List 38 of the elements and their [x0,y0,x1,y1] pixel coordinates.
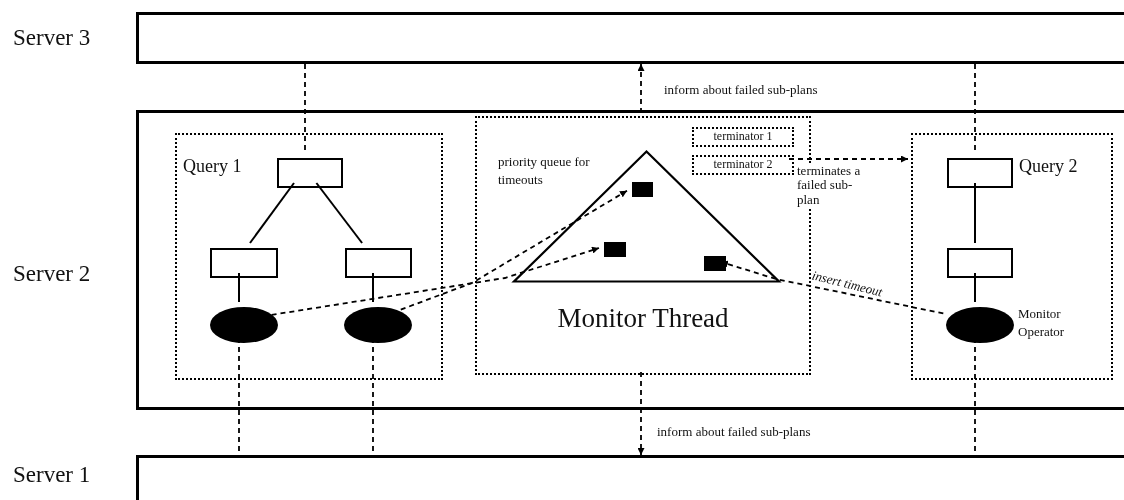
arrow [788,155,909,163]
arrow [270,246,600,316]
operator-caption: Monitor Operator [1018,305,1066,341]
connector-line [315,182,364,244]
operator-box [210,248,278,278]
dotted-group-box [911,133,1113,380]
connector-line [238,272,240,303]
query-label: Query 1 [183,157,242,177]
queue-entry-square [704,256,726,271]
operator-ellipse [210,307,278,343]
server-label: Server 3 [13,25,91,51]
dotted-group-box [175,133,443,380]
connector-line [974,182,976,244]
server-label: Server 2 [13,261,91,287]
terminator-label: terminator 1 [712,130,774,144]
arrow [637,371,645,456]
operator-box [947,248,1013,278]
server-label: Server 1 [13,462,91,488]
edge-label: insert timeout [809,268,885,301]
thread-label: Monitor Thread [556,304,730,334]
queue-entry-square [632,182,653,197]
connector-line [372,272,374,303]
edge-label: inform about failed sub-plans [655,425,813,440]
operator-box [345,248,412,278]
queue-caption: priority queue for timeouts [498,153,591,189]
terminator-label: terminator 2 [712,158,774,172]
terminator-box [692,127,794,147]
arrow [399,189,628,311]
operator-ellipse [344,307,412,343]
arrow [637,63,645,114]
terminator-box [692,155,794,175]
query-label: Query 2 [1019,157,1078,177]
queue-entry-square [604,242,626,257]
connector-line [974,272,976,303]
connector-line [249,182,295,244]
operator-box [277,158,343,188]
edge-label: inform about failed sub-plans [662,83,820,98]
operator-box [947,158,1013,188]
